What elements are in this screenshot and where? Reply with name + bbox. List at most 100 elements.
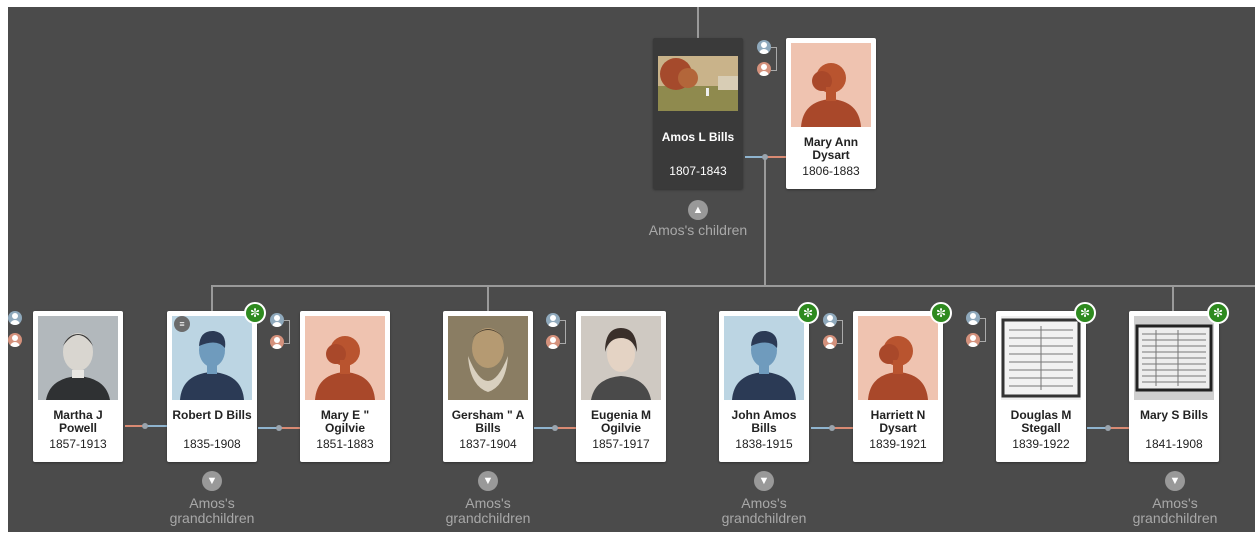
person-card[interactable]: Eugenia M Ogilvie 1857-1917	[576, 311, 666, 462]
person-dates: 1841-1908	[1145, 437, 1203, 451]
person-card[interactable]: Douglas M Stegall 1839-1922	[996, 311, 1086, 462]
marriage-dot	[142, 423, 148, 429]
mother-icon	[823, 335, 837, 349]
parents-icon[interactable]	[270, 313, 290, 351]
person-dates: 1857-1917	[592, 437, 650, 451]
person-name: John Amos Bills	[731, 408, 797, 435]
person-card-selected[interactable]: Amos L Bills 1807-1843	[653, 38, 743, 189]
male-avatar-icon	[172, 316, 252, 400]
father-icon	[966, 311, 980, 325]
spouse-line	[258, 427, 280, 429]
marriage-dot	[552, 425, 558, 431]
leaf-hint-icon[interactable]: ✼	[797, 302, 819, 324]
father-icon	[823, 313, 837, 327]
grandchildren-label: Amos's grandchildren	[169, 495, 255, 526]
person-name: Gersham " A Bills	[451, 408, 525, 435]
child-drop-line	[487, 285, 489, 311]
marriage-dot	[276, 425, 282, 431]
female-avatar-icon	[858, 316, 938, 400]
spouse-line	[766, 156, 786, 158]
person-name: Eugenia M Ogilvie	[590, 408, 651, 435]
mother-icon	[757, 62, 771, 76]
person-card[interactable]: John Amos Bills 1838-1915	[719, 311, 809, 462]
child-drop-line	[1172, 285, 1174, 311]
mother-icon	[966, 333, 980, 347]
collapse-children-button[interactable]: ▲	[688, 200, 708, 220]
child-drop-line	[211, 285, 213, 311]
leaf-hint-icon[interactable]: ✼	[244, 302, 266, 324]
spouse-line	[556, 427, 576, 429]
leaf-hint-icon[interactable]: ✼	[1074, 302, 1096, 324]
person-card[interactable]: Mary Ann Dysart 1806-1883	[786, 38, 876, 189]
person-name: Mary Ann Dysart	[803, 135, 859, 162]
records-icon[interactable]: ≡	[174, 316, 190, 332]
person-dates: 1807-1843	[669, 164, 727, 178]
mother-icon	[546, 335, 560, 349]
person-card[interactable]: Mary S Bills 1841-1908	[1129, 311, 1219, 462]
parent-connector-line	[697, 7, 699, 38]
expand-grandchildren-button[interactable]: ▼	[202, 471, 222, 491]
person-card[interactable]: Mary E " Ogilvie 1851-1883	[300, 311, 390, 462]
person-dates: 1806-1883	[802, 164, 860, 178]
parents-icon[interactable]	[546, 313, 566, 351]
person-photo	[581, 316, 661, 400]
female-avatar-icon	[791, 43, 871, 127]
grandchildren-label: Amos's grandchildren	[721, 495, 807, 526]
person-card[interactable]: Martha J Powell 1857-1913	[33, 311, 123, 462]
spouse-line	[280, 427, 300, 429]
person-name: Amos L Bills	[661, 130, 735, 144]
father-icon	[270, 313, 284, 327]
father-icon	[8, 311, 22, 325]
grandchildren-label: Amos's grandchildren	[445, 495, 531, 526]
expand-grandchildren-button[interactable]: ▼	[754, 471, 774, 491]
person-dates: 1839-1922	[1012, 437, 1070, 451]
person-photo	[658, 56, 738, 111]
person-name: Mary S Bills	[1139, 408, 1209, 422]
children-bar-line	[211, 285, 1255, 287]
spouse-line	[1087, 427, 1109, 429]
document-image	[1001, 316, 1081, 400]
parents-icon[interactable]	[8, 311, 22, 349]
person-photo	[38, 316, 118, 400]
parents-icon[interactable]	[823, 313, 843, 351]
parents-icon[interactable]	[966, 311, 986, 349]
person-name: Douglas M Stegall	[1010, 408, 1072, 435]
father-icon	[757, 40, 771, 54]
person-name: Mary E " Ogilvie	[320, 408, 370, 435]
marriage-dot	[1105, 425, 1111, 431]
spouse-line	[125, 425, 145, 427]
mother-icon	[8, 333, 22, 347]
person-name: Martha J Powell	[53, 408, 103, 435]
parents-icon[interactable]	[757, 40, 777, 78]
document-image	[1134, 316, 1214, 400]
marriage-dot	[829, 425, 835, 431]
person-name: Harriett N Dysart	[870, 408, 926, 435]
person-dates: 1839-1921	[869, 437, 927, 451]
spouse-line	[745, 156, 765, 158]
expand-grandchildren-button[interactable]: ▼	[478, 471, 498, 491]
children-trunk-line	[764, 157, 766, 287]
spouse-line	[811, 427, 833, 429]
female-avatar-icon	[305, 316, 385, 400]
leaf-hint-icon[interactable]: ✼	[1207, 302, 1229, 324]
family-tree-canvas[interactable]: Amos L Bills 1807-1843 Mary Ann Dysart 1…	[8, 7, 1255, 532]
person-name: Robert D Bills	[172, 408, 252, 422]
spouse-line	[1109, 427, 1129, 429]
person-dates: 1837-1904	[459, 437, 517, 451]
expand-grandchildren-button[interactable]: ▼	[1165, 471, 1185, 491]
spouse-line	[145, 425, 167, 427]
person-card[interactable]: Robert D Bills 1835-1908 ≡	[167, 311, 257, 462]
person-photo	[448, 316, 528, 400]
marriage-dot	[762, 154, 768, 160]
person-card[interactable]: Gersham " A Bills 1837-1904	[443, 311, 533, 462]
person-card[interactable]: Harriett N Dysart 1839-1921	[853, 311, 943, 462]
person-dates: 1851-1883	[316, 437, 374, 451]
grandchildren-label: Amos's grandchildren	[1132, 495, 1218, 526]
male-avatar-icon	[724, 316, 804, 400]
leaf-hint-icon[interactable]: ✼	[930, 302, 952, 324]
person-dates: 1838-1915	[735, 437, 793, 451]
spouse-line	[833, 427, 853, 429]
father-icon	[546, 313, 560, 327]
person-dates: 1835-1908	[183, 437, 241, 451]
mother-icon	[270, 335, 284, 349]
